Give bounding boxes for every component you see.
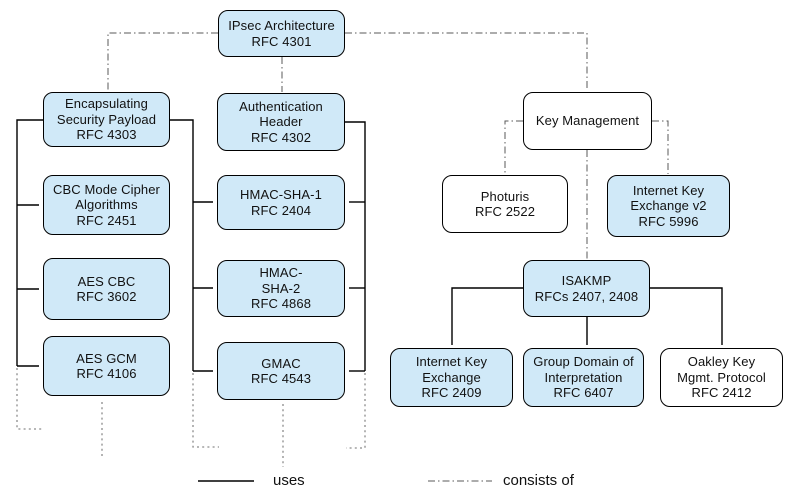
- node-label: Oakley Key: [687, 354, 756, 370]
- node-label: RFC 2409: [421, 385, 482, 401]
- connector-ipsec-to-esp: [107, 32, 218, 92]
- node-label: RFC 4543: [250, 371, 312, 386]
- tail-ah-right-continues: [346, 373, 366, 449]
- node-gdoi: Group Domain of Interpretation RFC 6407: [523, 348, 644, 407]
- node-aes-gcm: AES GCM RFC 4106: [43, 336, 170, 396]
- node-label: Key Management: [535, 113, 640, 129]
- arrow-isakmp-to-oakley: [650, 287, 723, 345]
- node-label: HMAC-: [259, 265, 303, 281]
- node-photuris: Photuris RFC 2522: [442, 175, 568, 233]
- node-label: CBC Mode Cipher: [53, 181, 160, 197]
- node-label: RFC 4106: [76, 366, 137, 381]
- node-label: RFC 2412: [691, 385, 752, 401]
- node-hmac-sha1: HMAC-SHA-1 RFC 2404: [217, 175, 345, 230]
- node-key-management: Key Management: [523, 92, 652, 150]
- node-ikev2: Internet Key Exchange v2 RFC 5996: [607, 175, 730, 237]
- node-esp: Encapsulating Security Payload RFC 4303: [43, 92, 170, 147]
- node-label: RFC 2522: [474, 204, 536, 219]
- node-label: Exchange v2: [630, 198, 707, 214]
- node-label: Authentication: [239, 98, 323, 114]
- node-label: RFC 2451: [76, 212, 137, 228]
- node-label: Group Domain of: [533, 354, 634, 370]
- node-label: GMAC: [261, 355, 301, 371]
- node-label: IPsec Architecture: [228, 18, 335, 33]
- node-label: ISAKMP: [561, 273, 612, 288]
- legend-uses-label: uses: [273, 472, 305, 489]
- legend-consists-of-label: consists of: [503, 472, 574, 489]
- node-ipsec-architecture: IPsec Architecture RFC 4301: [218, 10, 345, 57]
- node-isakmp: ISAKMP RFCs 2407, 2408: [523, 260, 650, 317]
- node-label: Security Payload: [56, 111, 157, 127]
- node-aes-cbc: AES CBC RFC 3602: [43, 258, 170, 320]
- trunk-esp-right: [170, 119, 194, 371]
- node-label: RFC 4302: [250, 129, 312, 145]
- node-label: HMAC-SHA-1: [240, 187, 322, 202]
- node-hmac-sha2: HMAC- SHA-2 RFC 4868: [217, 260, 345, 317]
- connector-ipsec-to-key-management: [345, 32, 588, 91]
- node-oakley: Oakley Key Mgmt. Protocol RFC 2412: [660, 348, 783, 407]
- node-label: RFC 6407: [553, 385, 614, 401]
- trunk-ah-right: [345, 121, 366, 371]
- node-internet-key-exchange: Internet Key Exchange RFC 2409: [390, 348, 513, 407]
- node-label: RFC 4303: [76, 127, 137, 143]
- connector-km-to-ikev2: [652, 120, 669, 174]
- node-label: RFCs 2407, 2408: [534, 288, 639, 304]
- node-label: RFC 3602: [76, 289, 137, 304]
- node-label: AES CBC: [77, 273, 136, 289]
- node-label: Photuris: [480, 188, 530, 204]
- node-label: Internet Key: [632, 182, 705, 198]
- node-label: Interpretation: [544, 369, 623, 385]
- tail-esp-left-continues: [16, 368, 42, 430]
- node-label: Encapsulating: [65, 96, 148, 112]
- tail-esp-right-continues: [192, 373, 219, 448]
- node-label: RFC 4868: [250, 296, 312, 312]
- node-gmac: GMAC RFC 4543: [217, 342, 345, 400]
- node-label: Exchange: [422, 369, 481, 385]
- connector-km-to-photuris: [504, 120, 523, 174]
- arrow-isakmp-to-ike: [451, 287, 523, 345]
- node-label: RFC 5996: [638, 213, 699, 229]
- node-label: AES GCM: [76, 350, 137, 366]
- node-label: Internet Key: [415, 354, 488, 370]
- node-label: RFC 2404: [250, 202, 312, 218]
- node-label: Header: [259, 114, 303, 130]
- node-label: SHA-2: [261, 280, 301, 296]
- node-cbc-mode-cipher: CBC Mode Cipher Algorithms RFC 2451: [43, 175, 170, 235]
- trunk-esp-left: [16, 119, 43, 366]
- node-label: Mgmt. Protocol: [677, 369, 766, 385]
- node-label: Algorithms: [75, 197, 138, 213]
- node-label: RFC 4301: [251, 33, 312, 49]
- node-authentication-header: Authentication Header RFC 4302: [217, 93, 345, 151]
